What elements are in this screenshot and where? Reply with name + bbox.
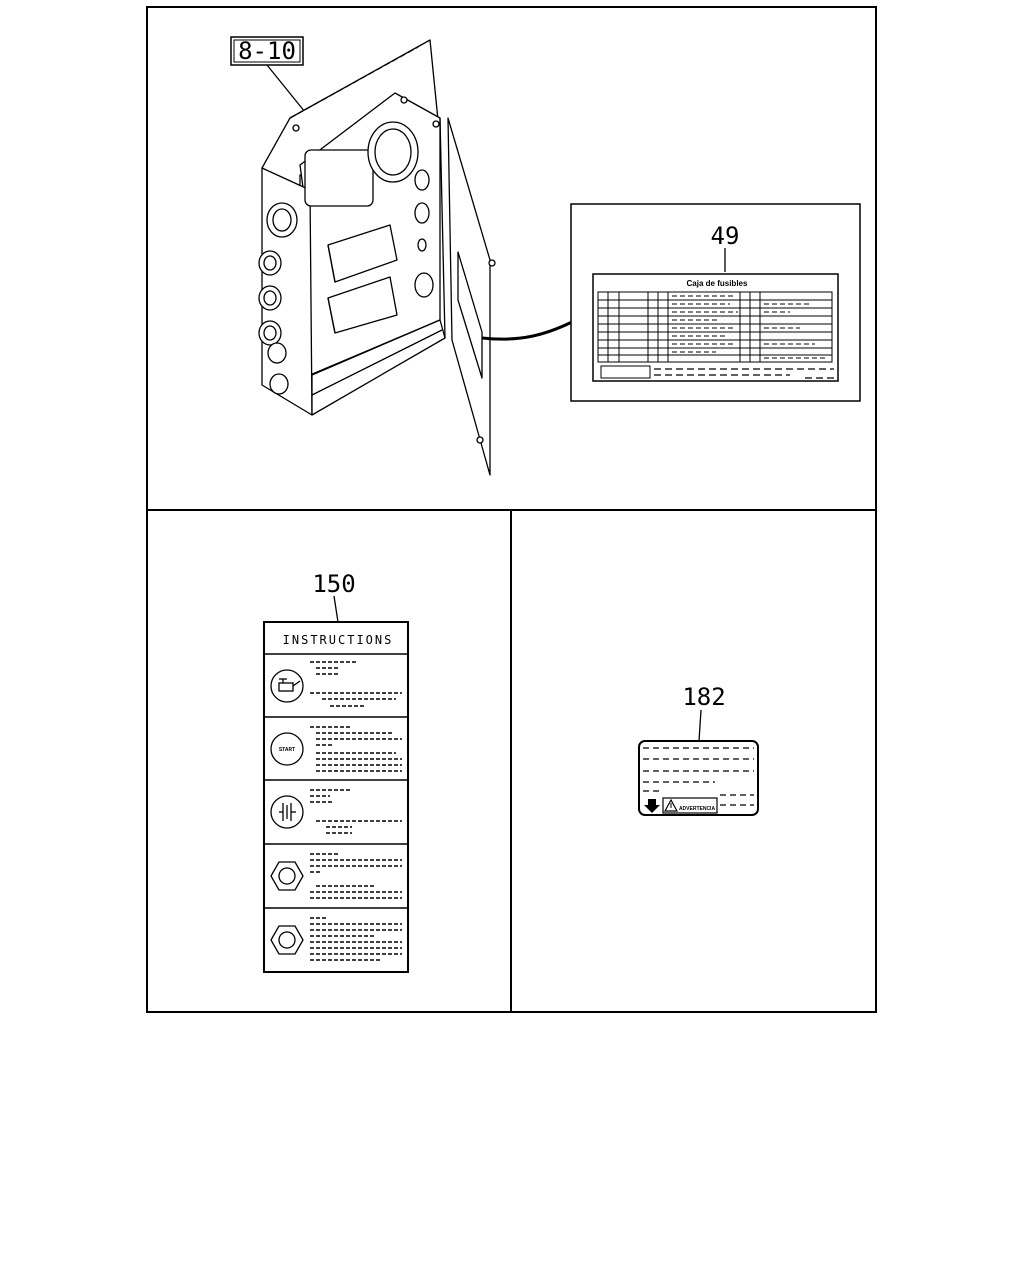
hex-nut-icon: [270, 861, 304, 891]
fuse-label-title: Caja de fusibles: [687, 279, 748, 288]
hex-nut-icon: [270, 925, 304, 955]
diagram-frame: [146, 6, 877, 1013]
instructions-label-detail: 150 INSTRUCTIONS START: [263, 570, 409, 973]
start-icon: START: [270, 732, 304, 766]
warning-label-callout-text: 182: [682, 683, 725, 711]
fuse-table: [597, 291, 833, 363]
fuse-box-drawing: [258, 39, 496, 476]
fuse-label-callout-text: 49: [711, 222, 740, 250]
arrow-down-icon: [644, 799, 660, 813]
warning-badge-text: ADVERTENCIA: [679, 806, 716, 812]
assembly-callout-text: 8-10: [238, 37, 296, 65]
instructions-text-lines: [310, 661, 402, 961]
warning-triangle-icon: [663, 798, 679, 812]
start-icon-text: START: [279, 747, 295, 753]
glow-plug-icon: [270, 795, 304, 829]
instructions-label-callout-text: 150: [312, 570, 355, 598]
warning-label-detail: 182 ADVERTENCIA: [638, 683, 759, 816]
assembly-callout: 8-10: [230, 36, 306, 113]
instructions-label-title: INSTRUCTIONS: [283, 633, 394, 647]
fuse-label-detail: 49 Caja de fusibles: [570, 203, 861, 402]
oil-can-icon: [270, 669, 304, 703]
